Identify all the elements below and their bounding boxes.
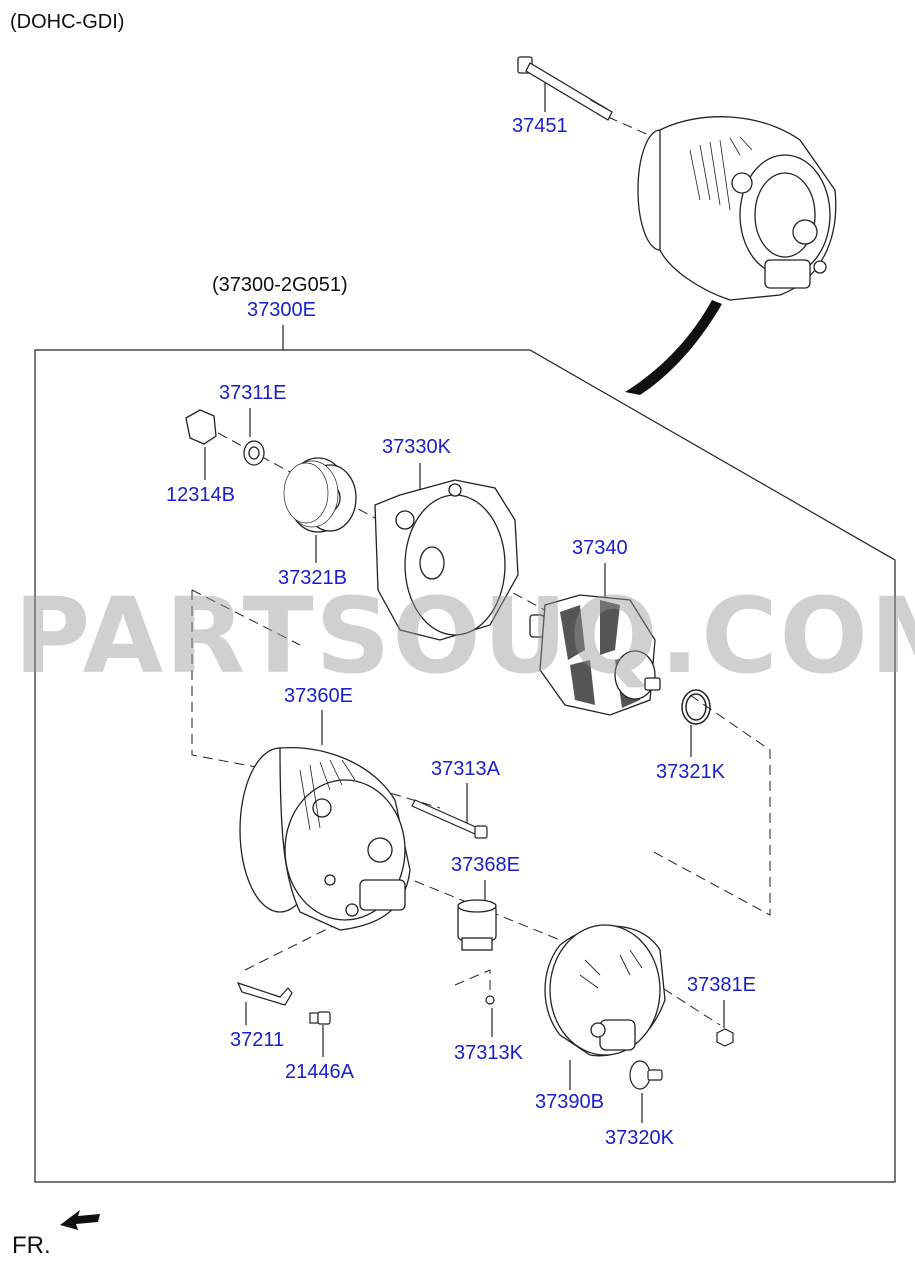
pulley (283, 457, 357, 533)
brush-screw (485, 995, 495, 1005)
part-12314b[interactable]: 12314B (166, 484, 235, 506)
part-37313k[interactable]: 37313K (454, 1042, 523, 1064)
through-bolt (517, 56, 613, 121)
part-37300e[interactable]: 37300E (247, 299, 316, 321)
brush-holder (457, 899, 497, 951)
part-37340[interactable]: 37340 (572, 537, 628, 559)
bearing-ring (681, 689, 711, 725)
part-37390b[interactable]: 37390B (535, 1091, 604, 1113)
rotor (529, 594, 661, 716)
bracket-and-bolt (236, 982, 331, 1025)
cover-nut (716, 1028, 734, 1047)
part-37313a[interactable]: 37313A (431, 758, 500, 780)
part-37451[interactable]: 37451 (512, 115, 568, 137)
alternator-assembled (637, 116, 837, 301)
part-37368e[interactable]: 37368E (451, 854, 520, 876)
part-37360e[interactable]: 37360E (284, 685, 353, 707)
part-37321k[interactable]: 37321K (656, 761, 725, 783)
part-21446a[interactable]: 21446A (285, 1061, 354, 1083)
part-37320k[interactable]: 37320K (605, 1127, 674, 1149)
old-part-number: (37300-2G051) (212, 274, 348, 296)
terminal (629, 1060, 663, 1090)
rear-cover (544, 924, 666, 1057)
rear-bolt (411, 799, 488, 839)
part-37321b[interactable]: 37321B (278, 567, 347, 589)
front-frame (374, 479, 519, 641)
part-37381e[interactable]: 37381E (687, 974, 756, 996)
assembly-boundary (34, 349, 896, 1183)
fr-arrow (60, 1210, 100, 1230)
front-direction-label: FR. (12, 1232, 51, 1259)
part-37330k[interactable]: 37330K (382, 436, 451, 458)
part-37311e[interactable]: 37311E (219, 382, 287, 404)
cap-and-nut (185, 409, 265, 466)
rear-frame (239, 746, 411, 931)
engine-variant-label: (DOHC-GDI) (10, 11, 125, 33)
assembly-arrow (625, 300, 722, 395)
part-37211[interactable]: 37211 (230, 1029, 285, 1051)
